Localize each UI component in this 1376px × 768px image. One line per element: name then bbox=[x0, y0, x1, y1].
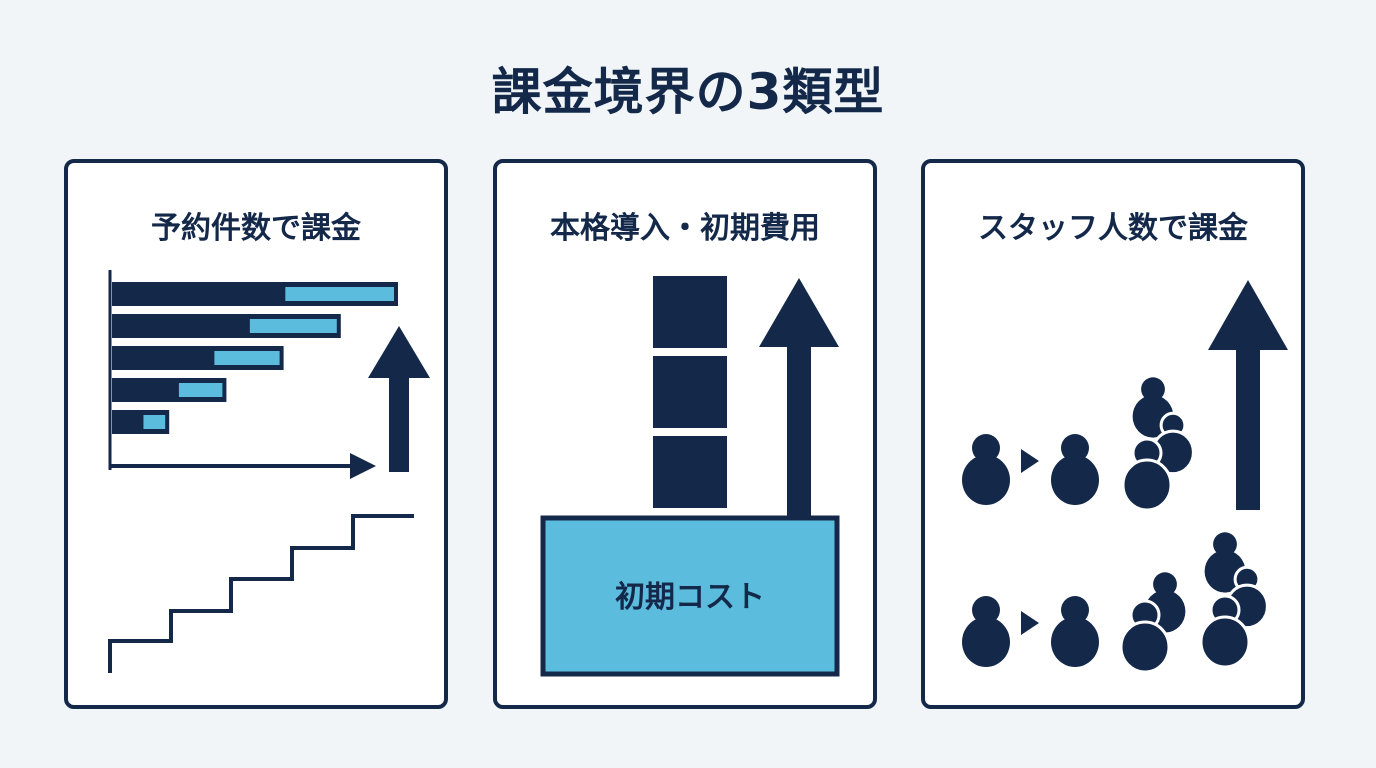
step-arrow-icon bbox=[1021, 449, 1039, 473]
up-arrow-icon bbox=[759, 278, 839, 518]
step-arrow-icon bbox=[1021, 611, 1039, 635]
bar-highlight bbox=[285, 287, 394, 301]
bar-highlight bbox=[214, 351, 280, 365]
staircase-icon bbox=[108, 514, 414, 673]
staff-people-icons bbox=[962, 377, 1269, 674]
bar-chart-bars bbox=[112, 282, 398, 434]
up-arrow-icon bbox=[1208, 280, 1288, 510]
person-icon bbox=[1051, 434, 1099, 505]
page-title: 課金境界の3類型 bbox=[491, 63, 885, 121]
bar-highlight bbox=[178, 383, 223, 397]
x-arrow-icon bbox=[110, 453, 376, 479]
stack-block-bottom bbox=[653, 436, 727, 508]
person-icon bbox=[962, 596, 1010, 667]
person-icon bbox=[1051, 596, 1099, 667]
bar-highlight bbox=[143, 415, 166, 429]
stack-block-middle bbox=[653, 356, 727, 428]
panel-title-initial-cost: 本格導入・初期費用 bbox=[550, 211, 820, 246]
person-icon bbox=[962, 434, 1010, 505]
panel-title-booking: 予約件数で課金 bbox=[151, 211, 361, 246]
staff-diagram bbox=[962, 280, 1288, 674]
stack-block-top bbox=[653, 276, 727, 348]
panel-booking-billing: 予約件数で課金 bbox=[64, 159, 448, 709]
up-arrow-icon bbox=[368, 326, 430, 472]
panel-title-staff: スタッフ人数で課金 bbox=[978, 211, 1248, 246]
person-icon bbox=[1199, 594, 1251, 669]
initial-cost-label: 初期コスト bbox=[615, 580, 765, 615]
person-icon bbox=[1119, 599, 1171, 674]
panel-staff-billing: スタッフ人数で課金 bbox=[921, 159, 1305, 709]
panel-initial-cost: 本格導入・初期費用 初期コスト bbox=[493, 159, 877, 709]
bar-highlight bbox=[249, 319, 337, 333]
initial-cost-block bbox=[540, 515, 840, 677]
person-icon bbox=[1151, 411, 1195, 476]
person-icon bbox=[1121, 437, 1173, 512]
booking-diagram bbox=[108, 270, 430, 673]
initial-cost-diagram: 初期コスト bbox=[540, 276, 840, 677]
